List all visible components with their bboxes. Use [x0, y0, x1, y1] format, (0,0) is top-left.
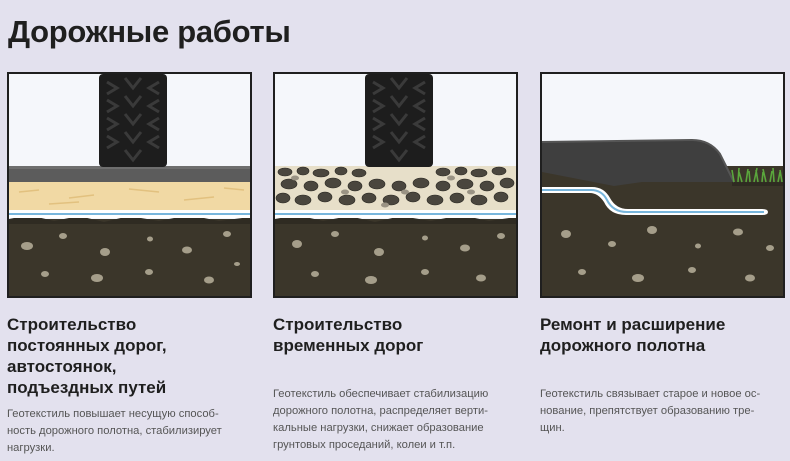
grass — [731, 167, 783, 183]
soil-layer — [9, 219, 250, 296]
illustration-road-repair — [540, 72, 785, 298]
heading-permanent-roads: Строительство постоянных дорог, автостоя… — [7, 315, 167, 397]
description-road-repair: Геотекстиль связывает старое и новое ос-… — [540, 388, 761, 434]
asphalt-layer — [9, 166, 250, 182]
illustration-permanent-road — [7, 72, 252, 298]
geotextile-layer — [542, 187, 768, 215]
heading-road-repair: Ремонт и расширение дорожного полотна — [540, 315, 726, 355]
soil-layer — [275, 219, 516, 296]
soil-layer — [542, 182, 783, 296]
heading-temporary-roads: Строительство временных дорог — [273, 315, 424, 355]
illustration-temporary-road — [273, 72, 518, 298]
new-asphalt-layer — [542, 140, 734, 186]
page-title: Дорожные работы — [8, 14, 291, 49]
description-permanent-roads: Геотекстиль повышает несущую способ- нос… — [7, 408, 222, 454]
sand-layer — [9, 182, 250, 210]
description-temporary-roads: Геотекстиль обеспечивает стабилизацию до… — [273, 388, 489, 451]
